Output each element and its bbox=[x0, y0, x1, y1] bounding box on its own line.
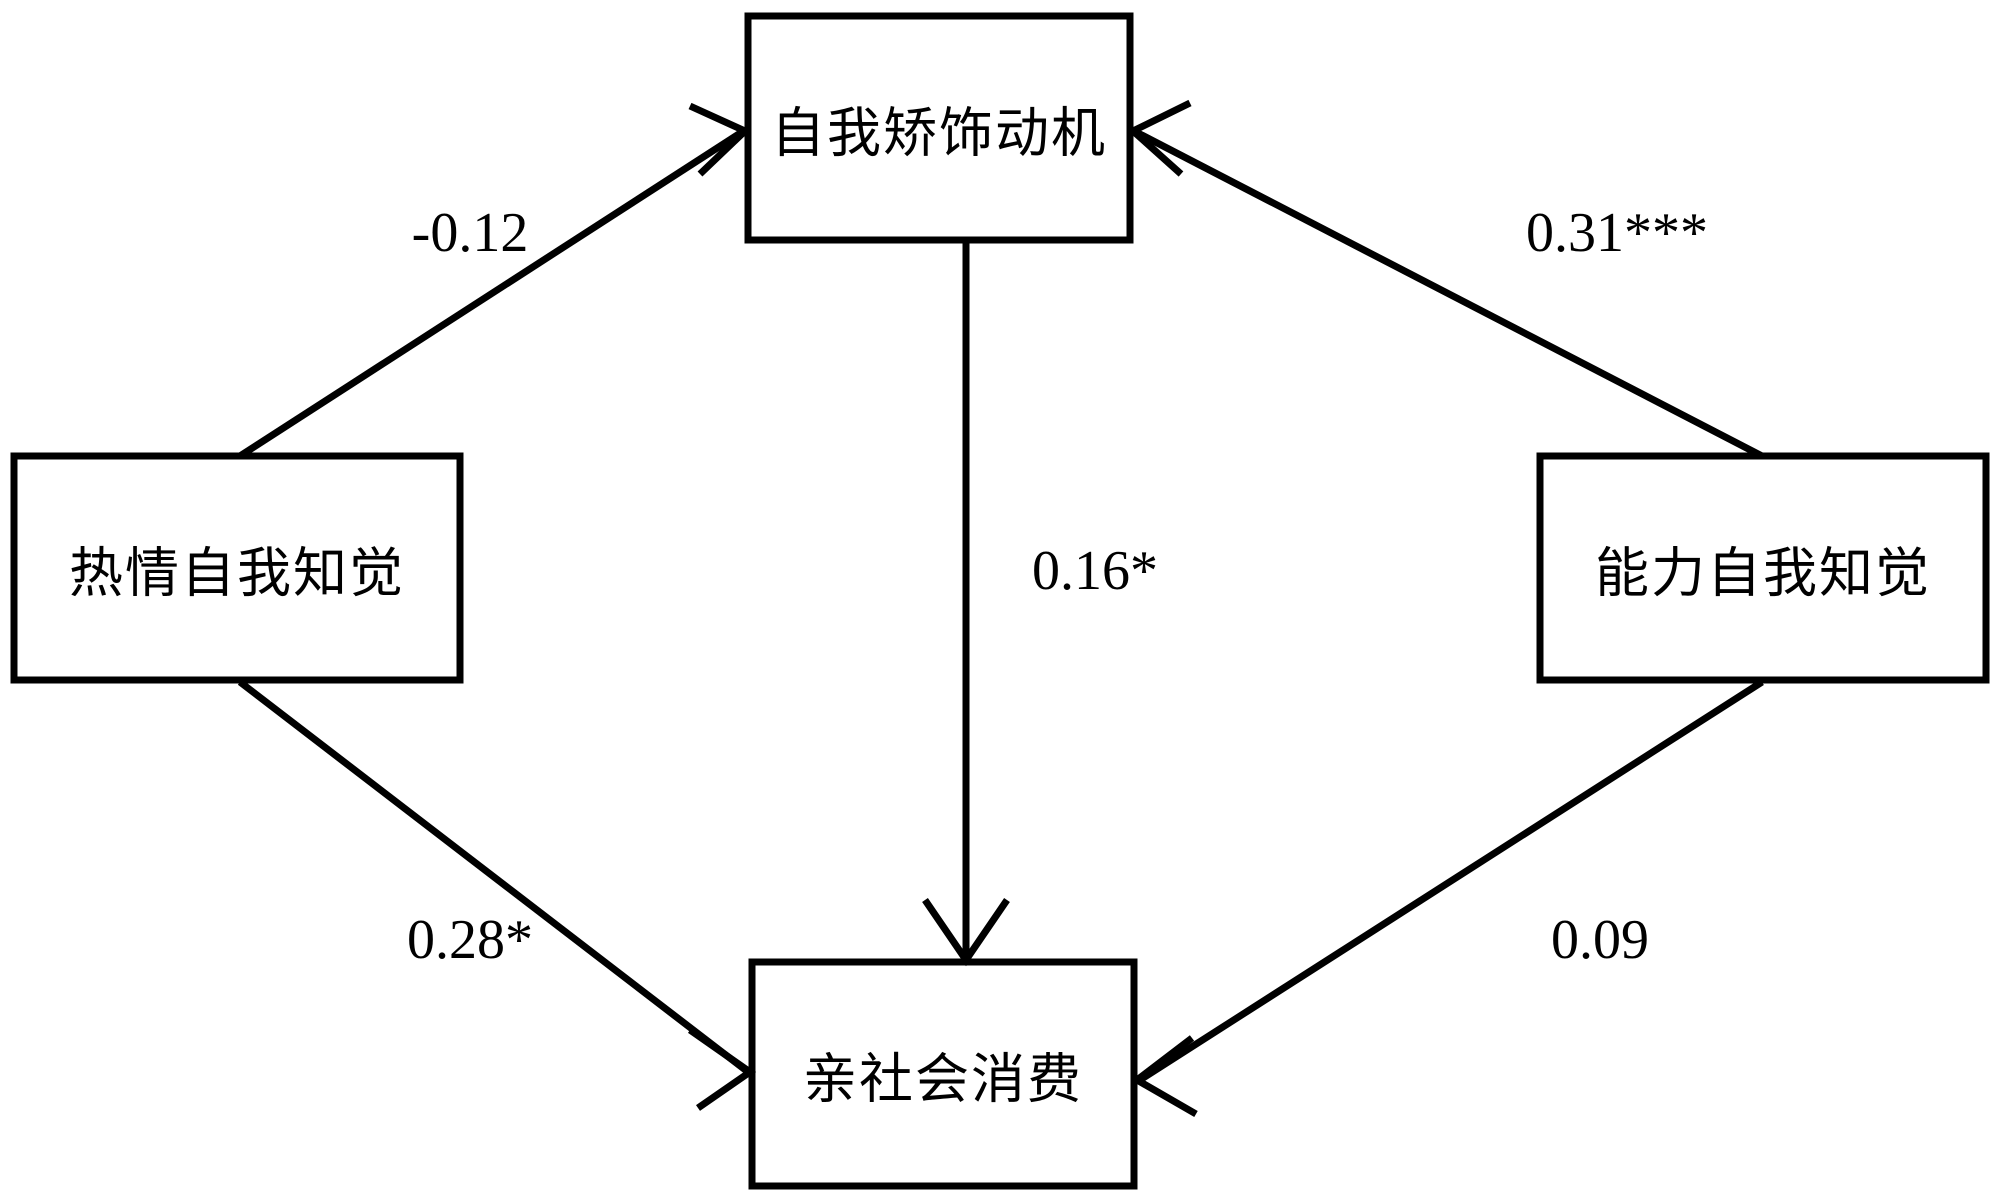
arrow-head-competence-to-prosocial bbox=[1130, 1035, 1198, 1118]
arrow-head-warmth-to-prosocial bbox=[687, 1027, 757, 1111]
node-box-prosocial-consumption[interactable] bbox=[748, 958, 1138, 1190]
coefficient-label-warmth-to-motivation: -0.12 bbox=[411, 202, 529, 264]
path-line-warmth-to-prosocial bbox=[237, 679, 751, 1075]
arrow-head-competence-to-motivation bbox=[1126, 99, 1192, 177]
node-box-self-presentation-motivation[interactable] bbox=[744, 12, 1134, 244]
node-label-competence-self-perception: 能力自我知觉 bbox=[1595, 543, 1931, 604]
coefficient-label-motivation-to-prosocial: 0.16* bbox=[1032, 540, 1158, 602]
arrow-head-warmth-to-motivation bbox=[688, 102, 752, 177]
coefficient-label-competence-to-prosocial: 0.09 bbox=[1551, 909, 1649, 971]
arrow-head-motivation-to-prosocial bbox=[922, 898, 1010, 967]
path-line-competence-to-motivation bbox=[1134, 128, 1764, 460]
coefficient-label-competence-to-motivation: 0.31*** bbox=[1526, 202, 1708, 264]
node-label-warmth-self-perception: 热情自我知觉 bbox=[69, 543, 405, 604]
coefficient-label-warmth-to-prosocial: 0.28* bbox=[407, 909, 533, 971]
node-label-prosocial-consumption: 亲社会消费 bbox=[803, 1049, 1083, 1110]
path-line-warmth-to-motivation bbox=[238, 129, 744, 459]
path-line-competence-to-prosocial bbox=[1138, 679, 1764, 1083]
node-box-competence-self-perception[interactable] bbox=[1536, 452, 1990, 684]
node-box-warmth-self-perception[interactable] bbox=[10, 452, 464, 684]
node-label-self-presentation-motivation: 自我矫饰动机 bbox=[771, 103, 1107, 164]
